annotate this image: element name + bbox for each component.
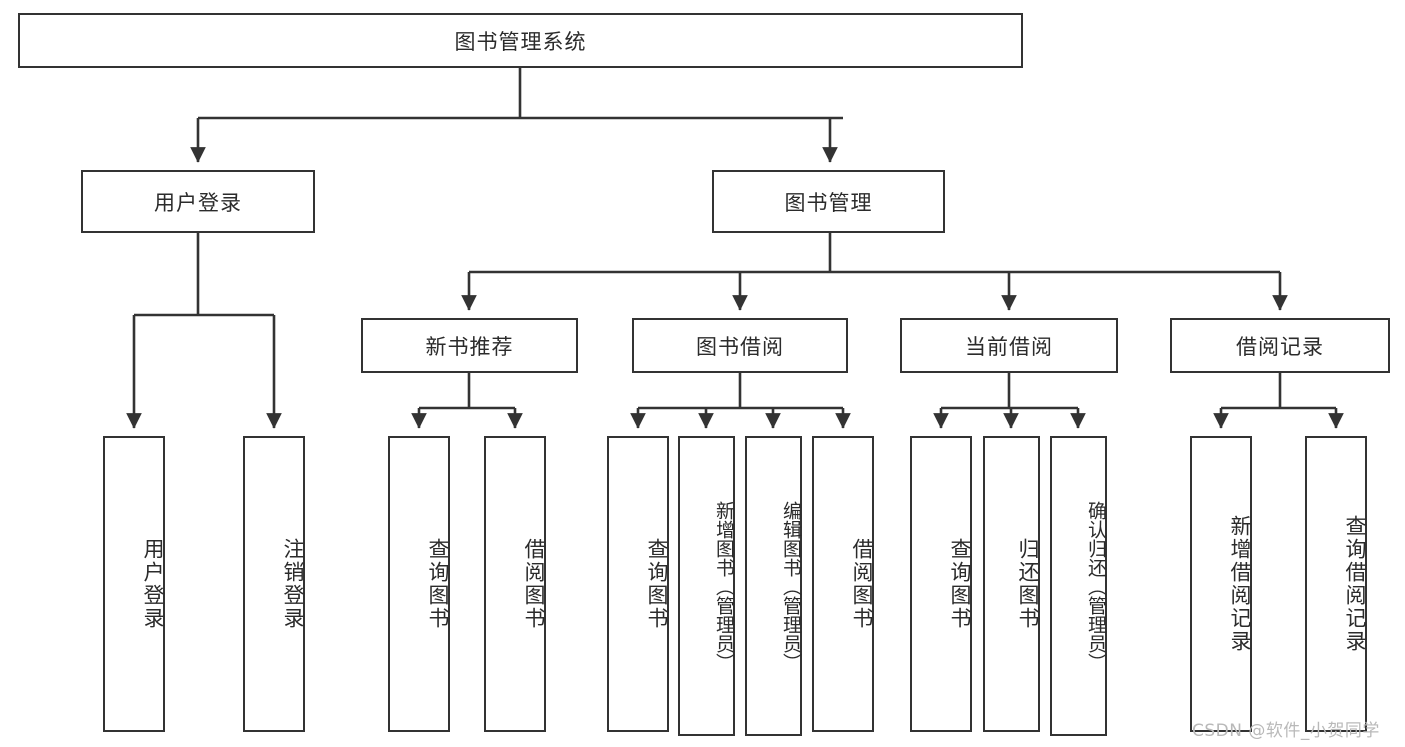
leaf-lend-book[interactable]: 借阅图书 <box>812 436 874 732</box>
leaf-user-login[interactable]: 用户登录 <box>103 436 165 732</box>
node-book-management[interactable]: 图书管理 <box>712 170 945 233</box>
leaf-user-logout[interactable]: 注销登录 <box>243 436 305 732</box>
node-current-borrow[interactable]: 当前借阅 <box>900 318 1118 373</box>
leaf-query-book-current[interactable]: 查询图书 <box>910 436 972 732</box>
leaf-query-book-borrow[interactable]: 查询图书 <box>607 436 669 732</box>
leaf-confirm-return-admin[interactable]: 确认归还（管理员） <box>1050 436 1107 736</box>
leaf-add-borrow-record[interactable]: 新增借阅记录 <box>1190 436 1252 732</box>
leaf-add-book-admin[interactable]: 新增图书（管理员） <box>678 436 735 736</box>
node-root[interactable]: 图书管理系统 <box>18 13 1023 68</box>
node-user-login[interactable]: 用户登录 <box>81 170 315 233</box>
leaf-query-book-recommend[interactable]: 查询图书 <box>388 436 450 732</box>
node-borrow-record[interactable]: 借阅记录 <box>1170 318 1390 373</box>
leaf-borrow-book-recommend[interactable]: 借阅图书 <box>484 436 546 732</box>
node-book-borrow[interactable]: 图书借阅 <box>632 318 848 373</box>
leaf-return-book[interactable]: 归还图书 <box>983 436 1040 732</box>
node-new-book-recommend[interactable]: 新书推荐 <box>361 318 578 373</box>
leaf-edit-book-admin[interactable]: 编辑图书（管理员） <box>745 436 802 736</box>
leaf-query-borrow-record[interactable]: 查询借阅记录 <box>1305 436 1367 732</box>
